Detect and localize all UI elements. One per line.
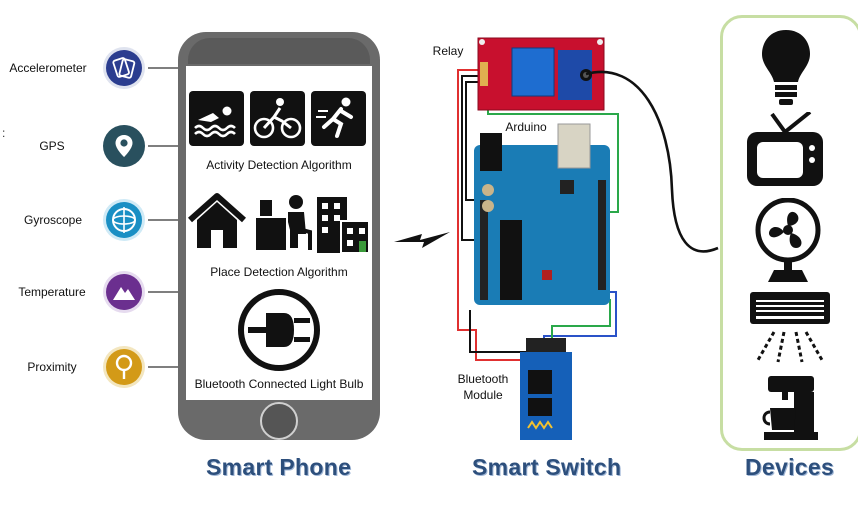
wireless-bolt-icon bbox=[394, 232, 450, 248]
gyroscope-icon bbox=[103, 199, 145, 241]
map-pin-icon bbox=[103, 125, 145, 167]
stray-mark: : bbox=[2, 126, 6, 140]
sensor-label-gyroscope: Gyroscope bbox=[23, 213, 83, 227]
phone-top-bezel bbox=[188, 38, 370, 64]
light-bulb-icon bbox=[762, 30, 810, 105]
devices-title: Devices bbox=[745, 454, 835, 480]
sensor-label-gps: GPS bbox=[39, 139, 65, 153]
smart-switch-title: Smart Switch bbox=[472, 454, 622, 480]
office-worker-icon bbox=[256, 195, 312, 250]
plug-icon bbox=[238, 289, 320, 371]
building-icon bbox=[317, 197, 370, 254]
arduino-label: Arduino bbox=[505, 120, 547, 134]
place-detection-label: Place Detection Algorithm bbox=[210, 265, 348, 279]
cycling-icon bbox=[250, 91, 305, 146]
air-conditioner-icon bbox=[750, 292, 830, 363]
running-icon bbox=[311, 91, 366, 146]
television-icon bbox=[747, 112, 823, 186]
bulb-label: Bluetooth Connected Light Bulb bbox=[194, 377, 364, 391]
bluetooth-label-line2: Module bbox=[463, 388, 503, 402]
home-icon bbox=[188, 193, 246, 248]
sensor-connectors bbox=[148, 67, 180, 368]
bluetooth-label-line1: Bluetooth bbox=[457, 372, 509, 386]
proximity-icon bbox=[103, 346, 145, 388]
coffee-maker-icon bbox=[762, 376, 818, 440]
activity-detection-label: Activity Detection Algorithm bbox=[206, 158, 352, 172]
fan-icon bbox=[755, 198, 821, 282]
sensor-label-temperature: Temperature bbox=[18, 285, 86, 299]
smart-phone-title: Smart Phone bbox=[206, 454, 352, 480]
mountain-icon bbox=[103, 271, 145, 313]
swimming-icon bbox=[189, 91, 244, 146]
sensor-label-proximity: Proximity bbox=[27, 360, 77, 374]
relay-to-devices-wire bbox=[585, 70, 719, 253]
relay-label: Relay bbox=[432, 44, 464, 58]
accelerometer-icon bbox=[103, 47, 145, 89]
home-button[interactable] bbox=[260, 402, 298, 440]
arduino-circuit bbox=[457, 37, 619, 440]
sensor-label-accelerometer: Accelerometer bbox=[9, 61, 87, 75]
